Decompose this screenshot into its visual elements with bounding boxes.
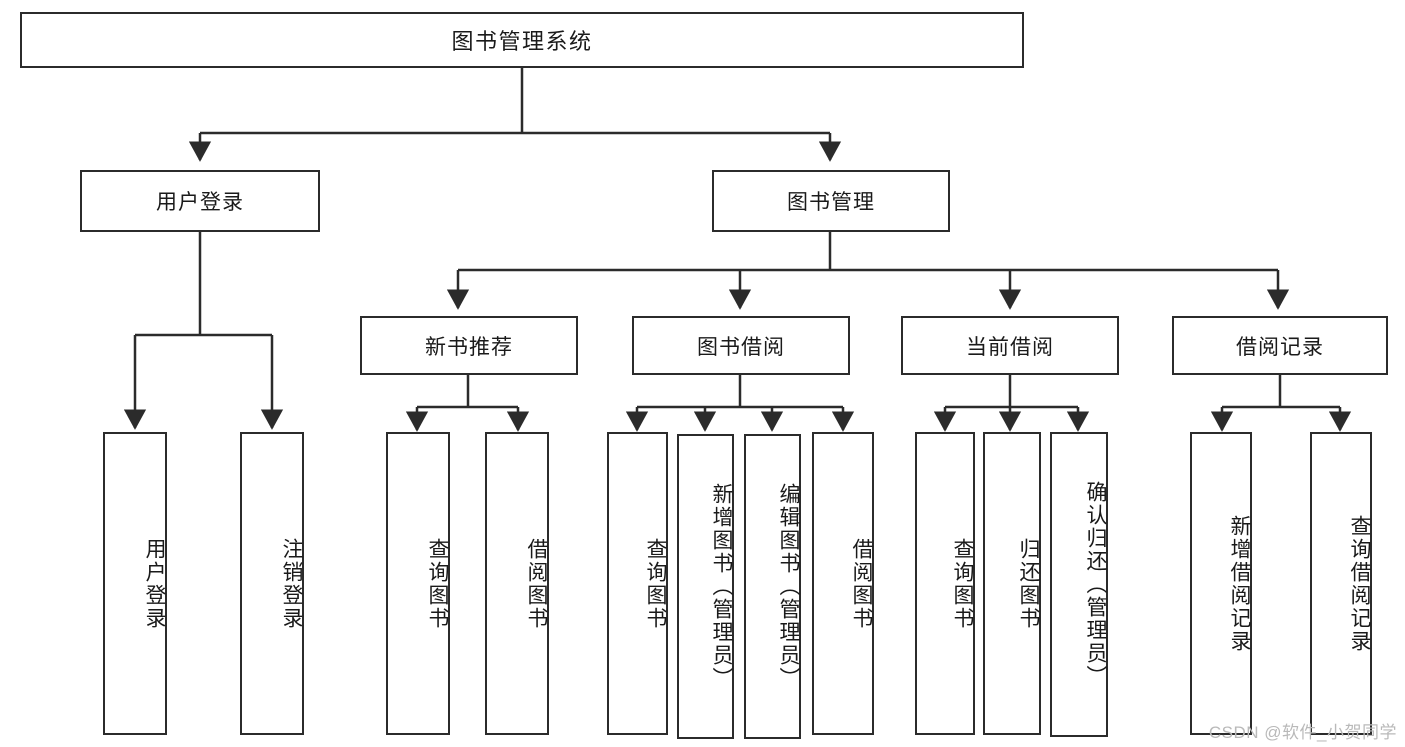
leaf-borrow-book-recommend[interactable]: 借阅图书: [485, 432, 549, 735]
node-label: 注销登录: [280, 537, 303, 630]
node-label: 图书借阅: [697, 335, 785, 359]
node-label: 用户登录: [143, 537, 166, 630]
node-label: 借阅图书: [525, 537, 548, 630]
node-label: 编辑图书（管理员）: [777, 483, 800, 690]
leaf-user-login[interactable]: 用户登录: [103, 432, 167, 735]
node-label: 查询图书: [426, 537, 449, 630]
leaf-query-book-borrow[interactable]: 查询图书: [607, 432, 668, 735]
node-label: 归还图书: [1017, 537, 1040, 630]
node-label: 新增借阅记录: [1228, 514, 1251, 653]
leaf-borrow-book[interactable]: 借阅图书: [812, 432, 874, 735]
node-user-login[interactable]: 用户登录: [80, 170, 320, 232]
node-label: 用户登录: [156, 191, 244, 214]
node-label: 当前借阅: [966, 335, 1054, 359]
node-label: 新增图书（管理员）: [710, 483, 733, 690]
leaf-query-book-current[interactable]: 查询图书: [915, 432, 975, 735]
node-root-system[interactable]: 图书管理系统: [20, 12, 1024, 68]
node-label: 借阅图书: [850, 537, 873, 630]
node-book-borrow[interactable]: 图书借阅: [632, 316, 850, 375]
node-borrow-record[interactable]: 借阅记录: [1172, 316, 1388, 375]
leaf-add-borrow-record[interactable]: 新增借阅记录: [1190, 432, 1252, 735]
node-label: 查询图书: [644, 537, 667, 630]
node-label: 查询借阅记录: [1348, 514, 1371, 653]
leaf-query-book-recommend[interactable]: 查询图书: [386, 432, 450, 735]
node-label: 确认归还（管理员）: [1084, 481, 1107, 688]
node-new-book-recommend[interactable]: 新书推荐: [360, 316, 578, 375]
node-label: 图书管理: [787, 191, 875, 214]
leaf-user-logout[interactable]: 注销登录: [240, 432, 304, 735]
node-book-management[interactable]: 图书管理: [712, 170, 950, 232]
node-label: 查询图书: [951, 537, 974, 630]
leaf-add-book-admin[interactable]: 新增图书（管理员）: [677, 434, 734, 739]
node-label: 借阅记录: [1236, 335, 1324, 359]
leaf-return-book[interactable]: 归还图书: [983, 432, 1041, 735]
node-label: 图书管理系统: [451, 29, 593, 54]
watermark-text: CSDN @软件_小贺同学: [1208, 723, 1397, 742]
leaf-query-borrow-record[interactable]: 查询借阅记录: [1310, 432, 1372, 735]
node-current-borrow[interactable]: 当前借阅: [901, 316, 1119, 375]
leaf-confirm-return-admin[interactable]: 确认归还（管理员）: [1050, 432, 1108, 737]
node-label: 新书推荐: [425, 335, 513, 359]
leaf-edit-book-admin[interactable]: 编辑图书（管理员）: [744, 434, 801, 739]
